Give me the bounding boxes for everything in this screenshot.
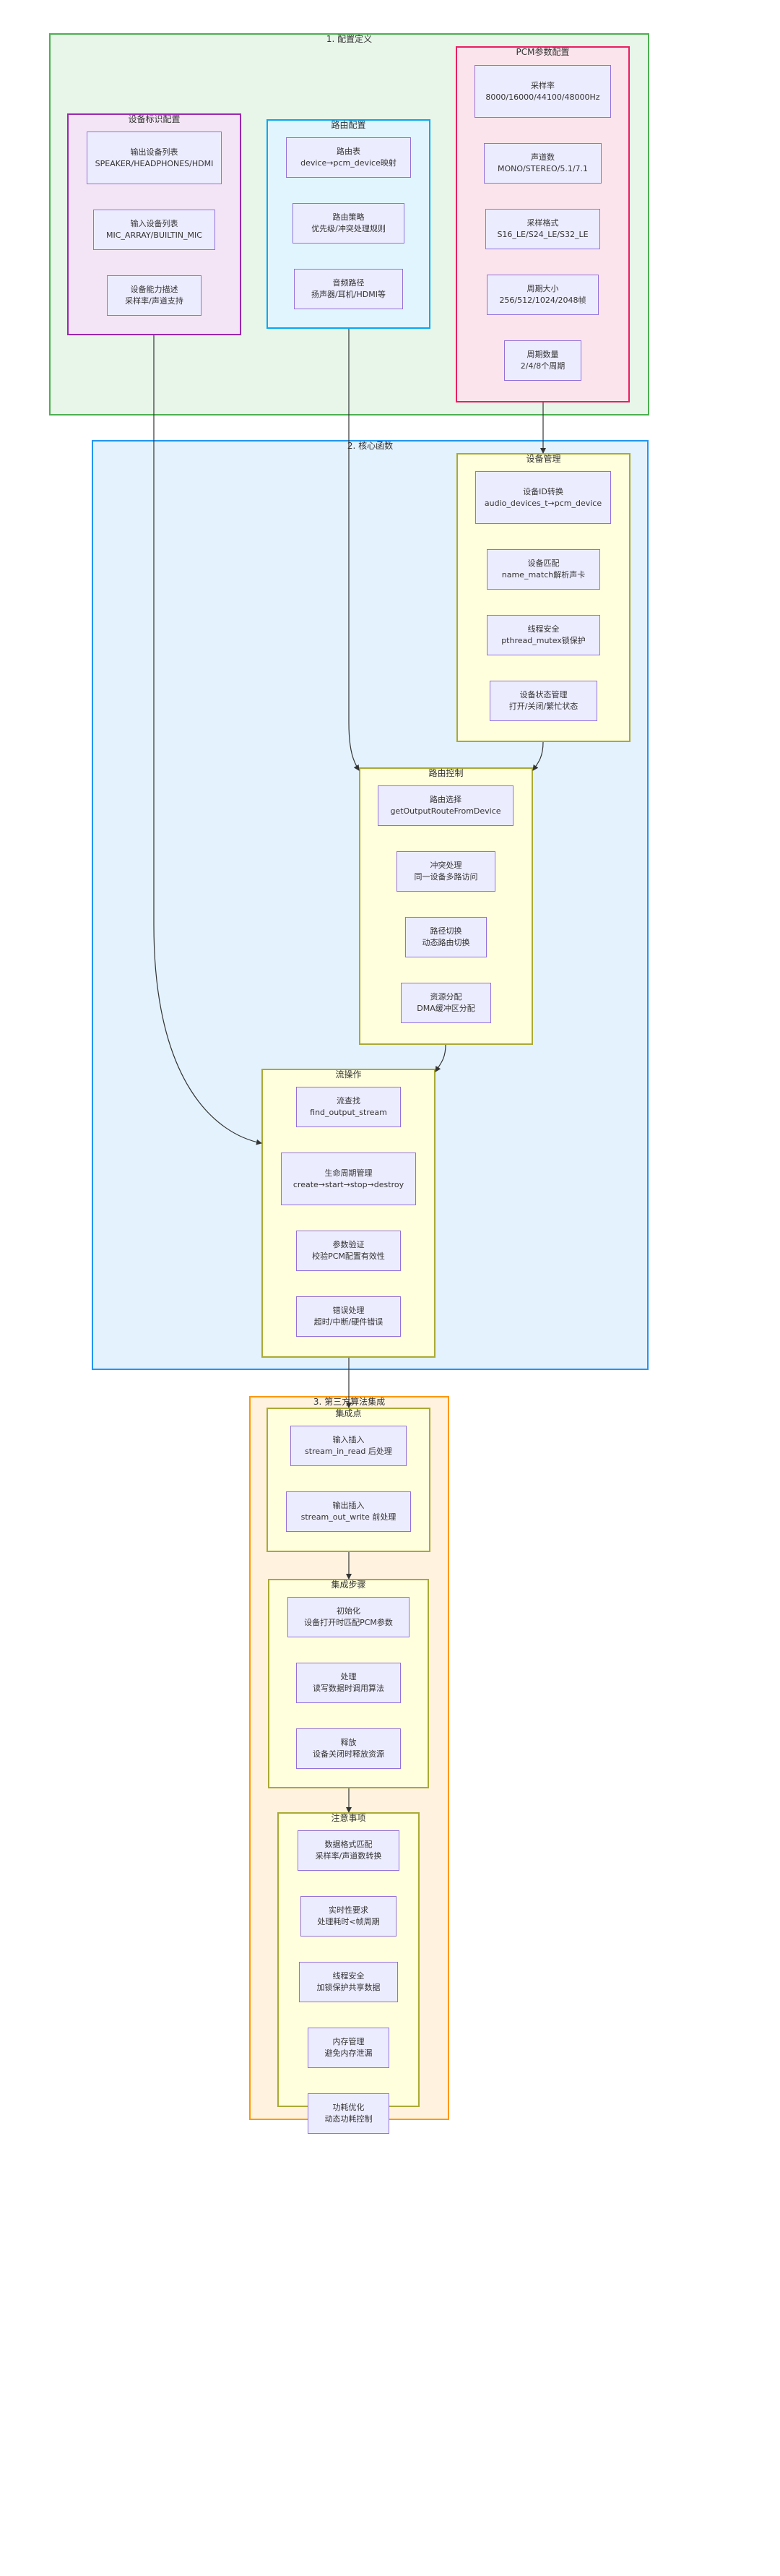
node-release: 释放设备关闭时释放资源 xyxy=(296,1728,401,1769)
group-title: 1. 配置定义 xyxy=(326,34,373,44)
group-title: 2. 核心函数 xyxy=(347,441,394,451)
node-memory-management: 内存管理避免内存泄漏 xyxy=(308,2028,389,2068)
node-power-optimization: 功耗优化动态功耗控制 xyxy=(308,2093,389,2134)
node-param-validation: 参数验证校验PCM配置有效性 xyxy=(296,1231,401,1271)
node-audio-path: 音频路径扬声器/耳机/HDMI等 xyxy=(294,269,403,309)
group-title: 路由配置 xyxy=(331,120,366,130)
group-title: 3. 第三方算法集成 xyxy=(313,1397,386,1407)
node-init: 初始化设备打开时匹配PCM参数 xyxy=(287,1597,410,1637)
node-thread-safety-2: 线程安全加锁保护共享数据 xyxy=(299,1962,398,2002)
group-title: 流操作 xyxy=(335,1069,362,1080)
node-data-format: 数据格式匹配采样率/声道数转换 xyxy=(298,1830,399,1871)
group-title: 集成步骤 xyxy=(331,1580,366,1590)
node-process: 处理读写数据时调用算法 xyxy=(296,1663,401,1703)
group-title: 路由控制 xyxy=(428,768,464,778)
node-error-handling: 错误处理超时/中断/硬件错误 xyxy=(296,1296,401,1337)
group-title: 设备管理 xyxy=(526,454,561,464)
node-conflict-handling: 冲突处理同一设备多路访问 xyxy=(396,851,495,892)
group-title: 注意事项 xyxy=(331,1813,366,1823)
node-route-policy: 路由策略优先级/冲突处理规则 xyxy=(292,203,404,244)
group-title: 集成点 xyxy=(335,1408,362,1418)
node-device-capability: 设备能力描述采样率/声道支持 xyxy=(107,275,202,316)
node-realtime: 实时性要求处理耗时<帧周期 xyxy=(300,1896,396,1937)
node-route-switch: 路径切换动态路由切换 xyxy=(405,917,487,957)
group-title: 设备标识配置 xyxy=(128,114,181,124)
group-title: PCM参数配置 xyxy=(516,47,570,57)
node-device-state: 设备状态管理打开/关闭/繁忙状态 xyxy=(490,681,597,721)
